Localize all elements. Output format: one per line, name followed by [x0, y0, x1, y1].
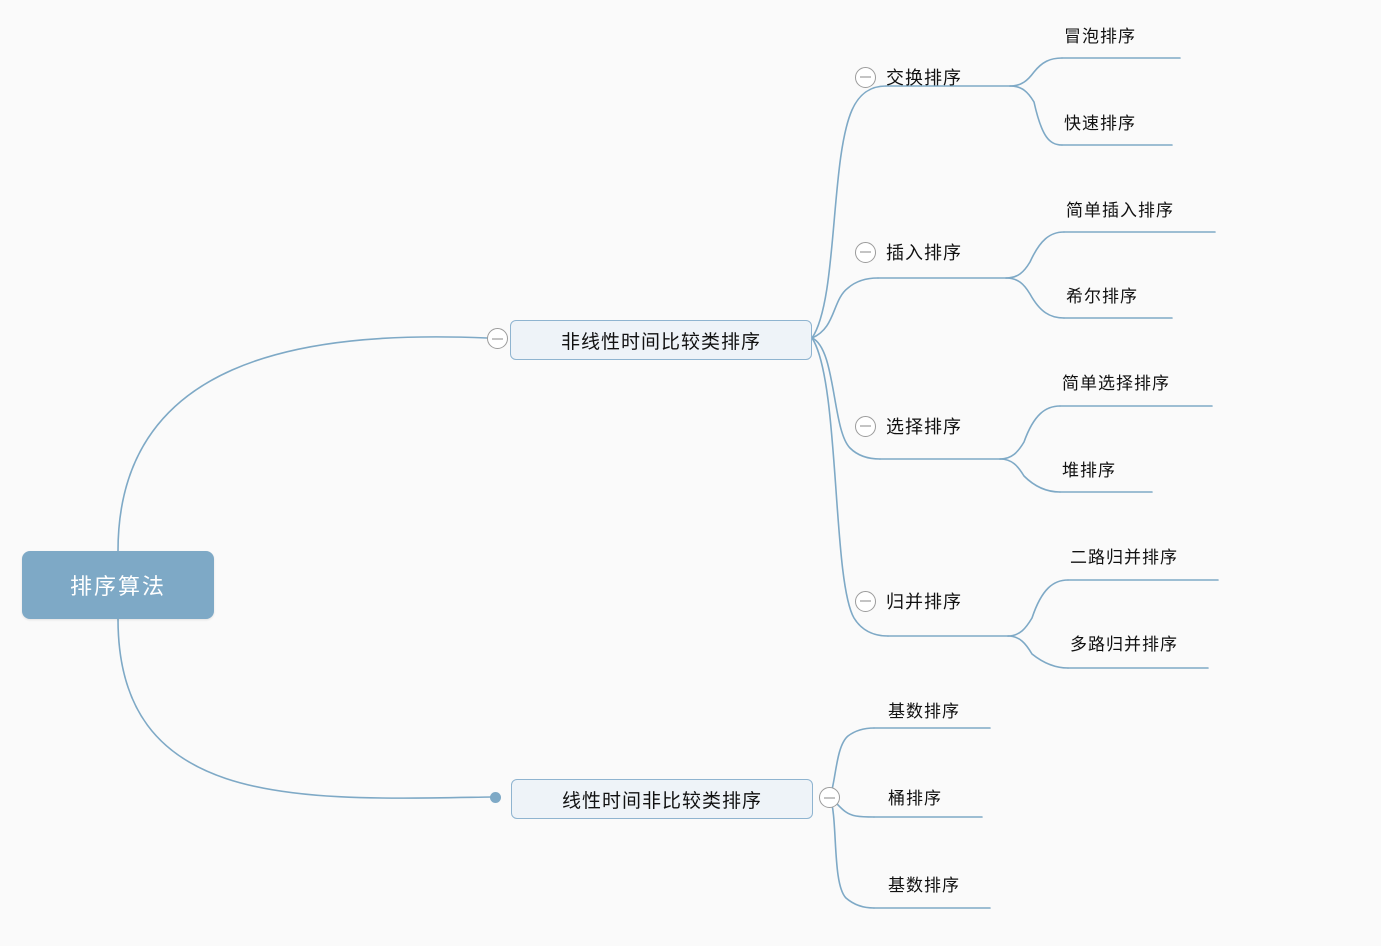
- edge-merge-to-multi-way: [1007, 635, 1069, 669]
- subbranch-node-merge-label: 归并排序: [886, 592, 962, 612]
- branch-node-linear[interactable]: 线性时间非比较类排序: [511, 779, 813, 819]
- branch-node-linear-label: 线性时间非比较类排序: [561, 790, 762, 812]
- collapse-icon-selection[interactable]: [855, 415, 876, 437]
- leaf-node-quick-sort[interactable]: 快速排序: [1064, 114, 1136, 133]
- edge-root-to-branch2: [117, 618, 493, 799]
- root-node[interactable]: 排序算法: [22, 551, 214, 619]
- leaf-node-shell-sort[interactable]: 希尔排序: [1066, 287, 1138, 306]
- leaf-node-radix-sort-1[interactable]: 基数排序: [888, 702, 960, 721]
- subbranch-node-exchange-label: 交换排序: [886, 68, 962, 88]
- leaf-node-radix-sort-2[interactable]: 基数排序: [888, 876, 960, 895]
- edge-selection-to-heap: [999, 458, 1061, 493]
- edge-merge-to-two-way: [1007, 579, 1069, 637]
- collapse-icon-branch-nonlinear[interactable]: [487, 328, 508, 349]
- collapse-icon-insertion[interactable]: [855, 241, 876, 263]
- subbranch-node-selection-label: 选择排序: [886, 417, 962, 437]
- leaf-node-heap-sort[interactable]: 堆排序: [1062, 461, 1116, 480]
- edge-branch2-to-radix2: [829, 796, 875, 909]
- collapse-icon-merge[interactable]: [855, 590, 876, 612]
- root-node-label: 排序算法: [69, 574, 166, 599]
- subbranch-node-exchange[interactable]: 交换排序: [855, 64, 962, 90]
- subbranch-node-insertion-label: 插入排序: [886, 243, 962, 263]
- leaf-node-multi-way-merge-sort[interactable]: 多路归并排序: [1070, 635, 1178, 654]
- edge-branch1-to-selection: [811, 337, 881, 460]
- collapse-icon-exchange[interactable]: [855, 66, 876, 88]
- leaf-node-bucket-sort[interactable]: 桶排序: [888, 789, 942, 808]
- edge-insertion-to-shell: [1005, 277, 1065, 319]
- branch-dot-linear: [490, 792, 501, 803]
- collapse-icon-branch-linear[interactable]: [819, 787, 840, 808]
- edge-branch2-to-radix1: [829, 727, 875, 798]
- edge-root-to-branch1: [117, 336, 488, 552]
- leaf-node-two-way-merge-sort[interactable]: 二路归并排序: [1070, 548, 1178, 567]
- leaf-node-simple-insertion-sort[interactable]: 简单插入排序: [1066, 201, 1174, 220]
- leaf-node-simple-selection-sort[interactable]: 简单选择排序: [1062, 374, 1170, 393]
- branch-node-nonlinear[interactable]: 非线性时间比较类排序: [510, 320, 812, 360]
- edge-branch1-to-exchange: [811, 85, 887, 339]
- edge-exchange-to-quick: [1009, 85, 1063, 146]
- edge-insertion-to-simple: [1005, 231, 1065, 279]
- subbranch-node-selection[interactable]: 选择排序: [855, 413, 962, 439]
- edge-selection-to-simple: [999, 405, 1061, 460]
- subbranch-node-merge[interactable]: 归并排序: [855, 588, 962, 614]
- leaf-node-bubble-sort[interactable]: 冒泡排序: [1064, 27, 1136, 46]
- edge-branch1-to-insertion: [811, 277, 879, 339]
- subbranch-node-insertion[interactable]: 插入排序: [855, 239, 962, 265]
- edge-exchange-to-bubble: [1009, 57, 1063, 87]
- branch-node-nonlinear-label: 非线性时间比较类排序: [560, 331, 761, 353]
